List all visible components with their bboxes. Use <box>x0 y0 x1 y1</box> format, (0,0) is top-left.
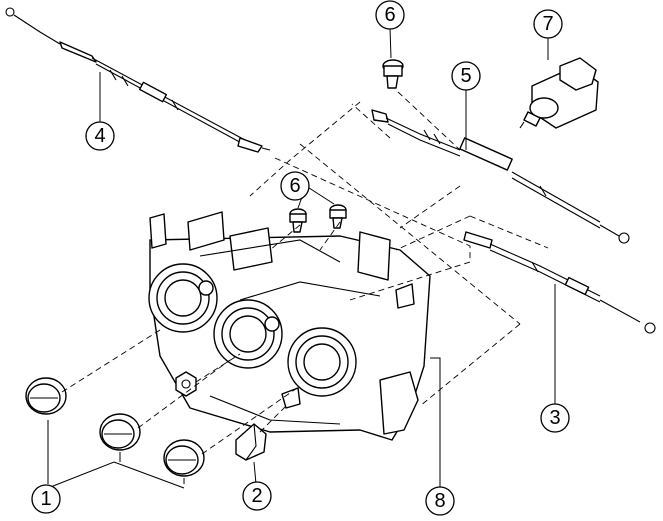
callout-6-mid-label: 6 <box>289 175 300 197</box>
screw-part-6-right <box>329 204 347 229</box>
callout-8: 8 <box>425 486 455 516</box>
callout-7-label: 7 <box>542 13 553 35</box>
callout-5: 5 <box>451 61 481 91</box>
callout-7: 7 <box>533 9 563 39</box>
knob-part-1-b <box>99 413 141 451</box>
callout-1: 1 <box>31 484 61 514</box>
callout-2-label: 2 <box>251 485 262 507</box>
cable-part-3 <box>463 231 656 334</box>
callout-8-label: 8 <box>434 490 445 512</box>
knob-part-1-c <box>163 439 205 477</box>
callout-4-label: 4 <box>94 125 105 147</box>
assembly-dashed-lines <box>61 91 549 455</box>
callout-5-label: 5 <box>460 65 471 87</box>
knob-part-1-a <box>25 377 67 415</box>
knob-part-2 <box>235 423 267 461</box>
screw-part-6-left <box>289 208 307 233</box>
cable-part-4 <box>5 7 271 153</box>
callout-6-top-label: 6 <box>384 4 395 26</box>
cable-part-5 <box>371 109 630 244</box>
nut <box>175 371 197 397</box>
leader-lines <box>47 27 556 489</box>
callout-4: 4 <box>85 121 115 151</box>
callout-3-label: 3 <box>549 407 560 429</box>
callout-1-label: 1 <box>40 488 51 510</box>
callout-6-top: 6 <box>375 0 405 30</box>
screw-part-6-top <box>382 59 404 89</box>
callout-2: 2 <box>242 481 272 511</box>
control-unit-part-8 <box>148 211 431 441</box>
callout-6-mid: 6 <box>280 171 310 201</box>
callout-3: 3 <box>540 403 570 433</box>
switch-part-7 <box>519 57 599 129</box>
